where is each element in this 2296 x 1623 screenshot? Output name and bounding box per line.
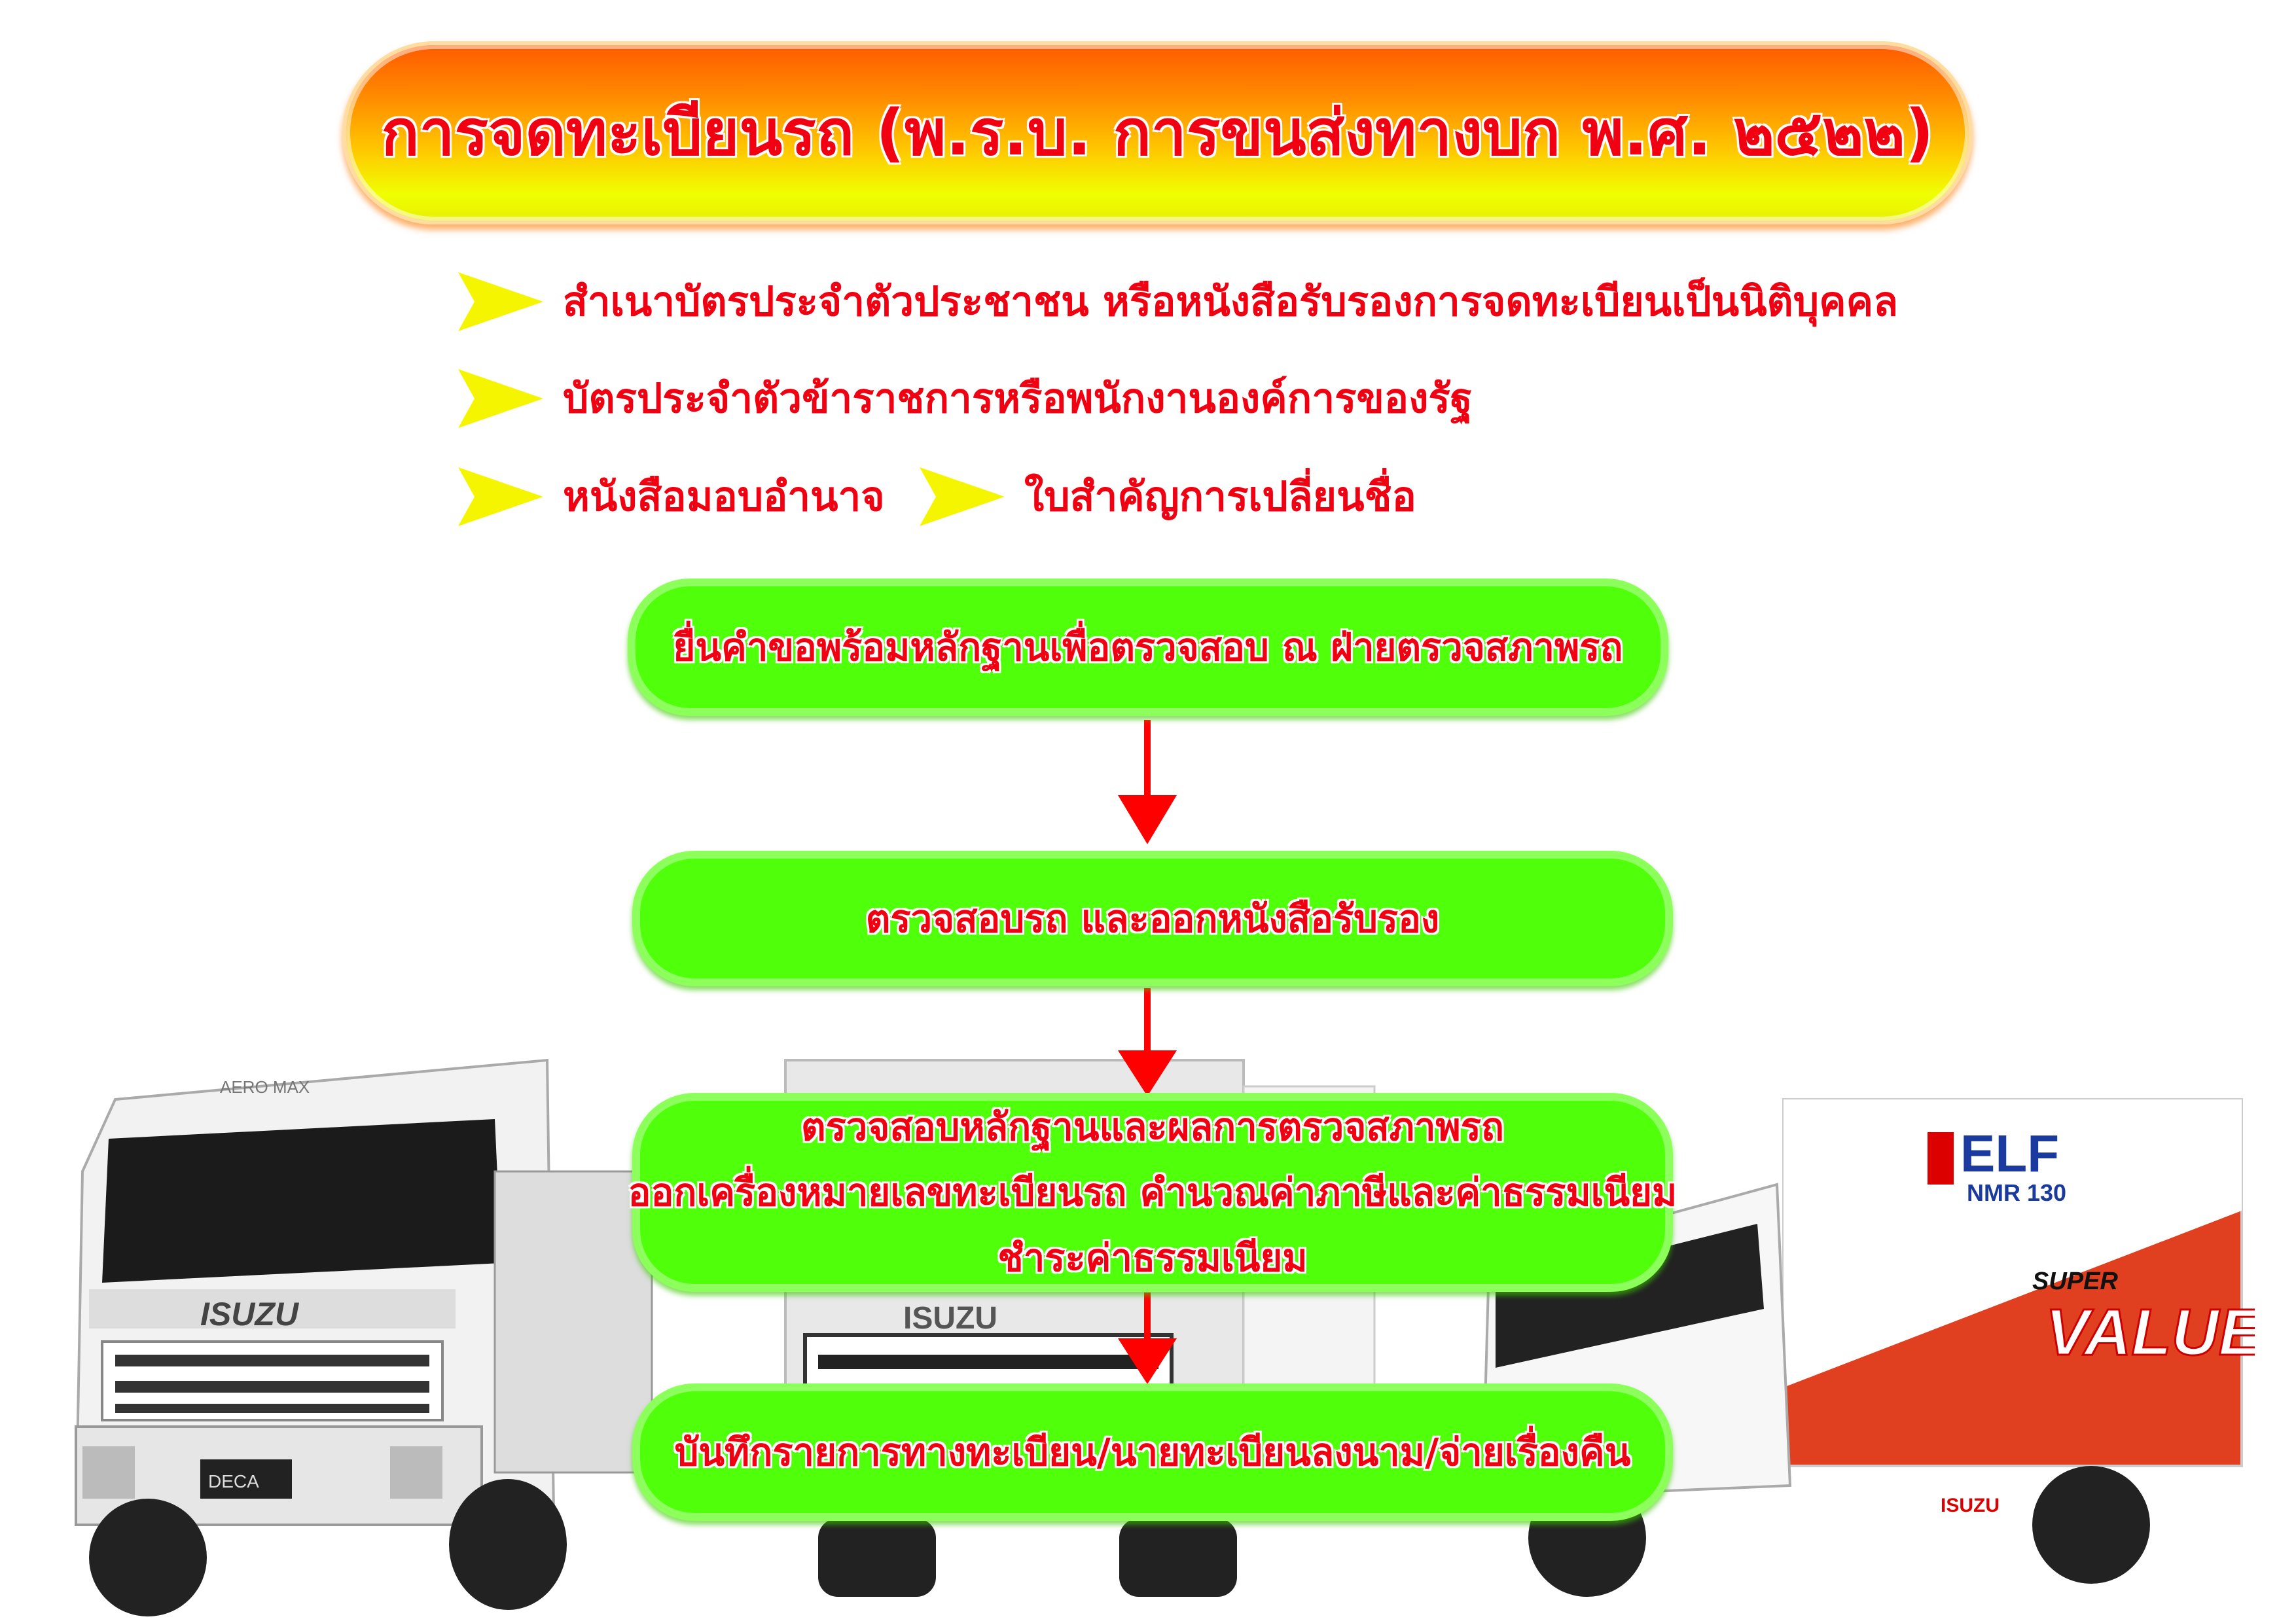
brand-label: ISUZU	[1941, 1495, 2000, 1516]
step-label: ตรวจสอบรถ และออกหนังสือรับรอง	[865, 896, 1440, 941]
slogan-label: VALUE	[2045, 1296, 2255, 1369]
page-title: การจดทะเบียนรถ (พ.ร.บ. การขนส่งทางบก พ.ศ…	[381, 96, 1934, 169]
down-arrow-icon	[1118, 1293, 1177, 1384]
model-label: ELF	[1960, 1124, 2059, 1183]
document-item: บัตรประจำตัวข้าราชการหรือพนักงานองค์การข…	[458, 366, 1473, 431]
arrow-bullet-icon	[458, 467, 543, 526]
arrow-bullet-icon	[458, 272, 543, 331]
process-step-4: บันทึกรายการทางทะเบียน/นายทะเบียนลงนาม/จ…	[632, 1383, 1673, 1521]
process-step-3: ตรวจสอบหลักฐานและผลการตรวจสภาพรถ ออกเครื…	[628, 1093, 1677, 1292]
step-label: ยื่นคำขอพร้อมหลักฐานเพื่อตรวจสอบ ณ ฝ่ายต…	[673, 625, 1623, 669]
document-item: หนังสือมอบอำนาจ	[458, 465, 885, 529]
down-arrow-icon	[1118, 988, 1177, 1096]
document-label: หนังสือมอบอำนาจ	[563, 473, 885, 520]
document-label: ใบสำคัญการเปลี่ยนชื่อ	[1024, 473, 1416, 520]
arrow-bullet-icon	[458, 369, 543, 428]
left-truck-illustration: AERO MAX ISUZU DECA	[74, 1058, 653, 1616]
slogan-label: SUPER	[2032, 1268, 2118, 1295]
brand-label: ISUZU	[903, 1301, 997, 1336]
down-arrow-icon	[1118, 720, 1177, 844]
document-item: สำเนาบัตรประจำตัวประชาชน หรือหนังสือรับร…	[458, 270, 1898, 334]
brand-label: ISUZU	[200, 1296, 300, 1332]
roof-label: AERO MAX	[220, 1077, 310, 1097]
process-step-2: ตรวจสอบรถ และออกหนังสือรับรอง	[632, 851, 1673, 986]
step-label: ออกเครื่องหมายเลขทะเบียนรถ คำนวณค่าภาษีแ…	[628, 1170, 1677, 1215]
document-label: สำเนาบัตรประจำตัวประชาชน หรือหนังสือรับร…	[563, 277, 1899, 325]
arrow-bullet-icon	[920, 467, 1005, 526]
step-label: บันทึกรายการทางทะเบียน/นายทะเบียนลงนาม/จ…	[674, 1430, 1631, 1474]
process-step-1: ยื่นคำขอพร้อมหลักฐานเพื่อตรวจสอบ ณ ฝ่ายต…	[628, 579, 1668, 716]
document-label: บัตรประจำตัวข้าราชการหรือพนักงานองค์การข…	[563, 374, 1473, 422]
model-label: DECA	[208, 1471, 259, 1491]
right-truck-illustration: ELF NMR 130 SUPER VALUE ISUZU	[1480, 1098, 2255, 1597]
title-banner: การจดทะเบียนรถ (พ.ร.บ. การขนส่งทางบก พ.ศ…	[342, 41, 1973, 224]
step-label: ชำระค่าธรรมเนียม	[997, 1236, 1308, 1280]
document-item: ใบสำคัญการเปลี่ยนชื่อ	[920, 465, 1416, 529]
step-label: ตรวจสอบหลักฐานและผลการตรวจสภาพรถ	[800, 1105, 1505, 1149]
sub-model-label: NMR 130	[1967, 1179, 2066, 1206]
